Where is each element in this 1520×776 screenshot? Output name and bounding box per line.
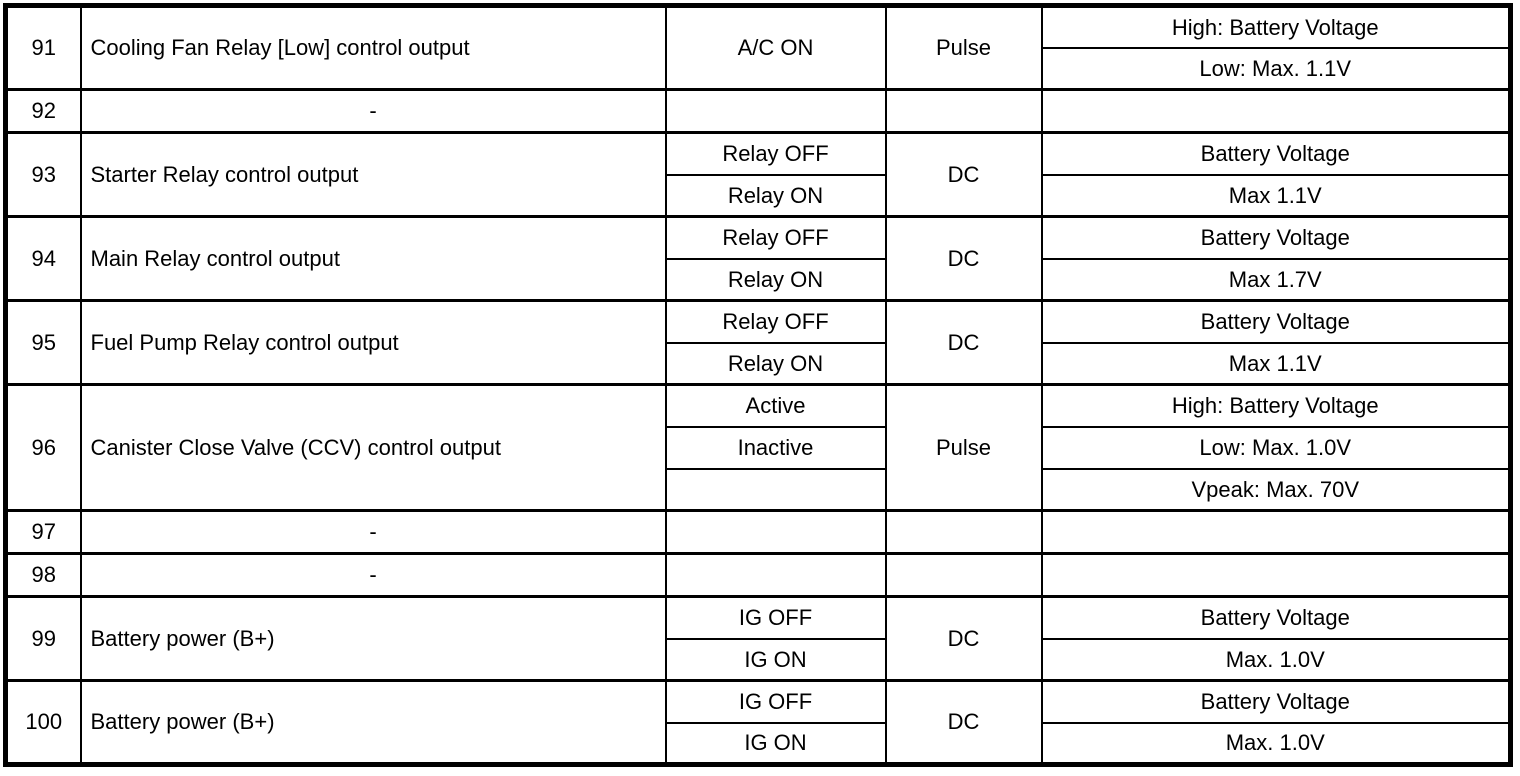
level-cell: High: Battery Voltage [1040,383,1512,428]
type-cell: DC [884,131,1043,218]
condition-cell: A/C ON [664,4,887,91]
description-cell: Cooling Fan Relay [Low] control output [79,4,667,91]
condition-cell: Inactive [664,425,887,470]
description-cell: Fuel Pump Relay control output [79,299,667,386]
type-cell [884,88,1043,134]
condition-cell: Relay ON [664,341,887,386]
condition-cell: Relay ON [664,257,887,302]
condition-cell: Relay OFF [664,131,887,176]
description-cell: - [79,88,667,134]
condition-cell: IG ON [664,637,887,682]
level-cell: Max 1.7V [1040,257,1512,302]
pin-cell: 93 [4,131,82,218]
pin-cell: 96 [4,383,82,512]
condition-cell [664,88,887,134]
description-cell: Starter Relay control output [79,131,667,218]
level-cell: Low: Max. 1.0V [1040,425,1512,470]
condition-cell [664,552,887,598]
description-cell: - [79,552,667,598]
type-cell: DC [884,595,1043,682]
description-cell: Battery power (B+) [79,679,667,766]
description-cell: - [79,509,667,555]
type-cell: DC [884,299,1043,386]
level-cell [1040,509,1512,555]
pin-cell: 97 [4,509,82,555]
type-cell: DC [884,215,1043,302]
type-cell: Pulse [884,383,1043,512]
level-cell: Battery Voltage [1040,299,1512,344]
pin-cell: 92 [4,88,82,134]
level-cell: Battery Voltage [1040,131,1512,176]
condition-cell: IG OFF [664,595,887,640]
level-cell: High: Battery Voltage [1040,4,1512,49]
condition-cell: Relay OFF [664,215,887,260]
condition-cell: IG OFF [664,679,887,724]
pin-table: 91 Cooling Fan Relay [Low] control outpu… [3,3,1513,767]
condition-cell [664,509,887,555]
pin-cell: 94 [4,215,82,302]
level-cell: Battery Voltage [1040,679,1512,724]
type-cell: Pulse [884,4,1043,91]
condition-cell: Relay OFF [664,299,887,344]
level-cell [1040,88,1512,134]
pin-cell: 100 [4,679,82,766]
condition-cell: IG ON [664,721,887,766]
pin-cell: 98 [4,552,82,598]
level-cell: Low: Max. 1.1V [1040,46,1512,91]
level-cell: Battery Voltage [1040,215,1512,260]
level-cell: Max. 1.0V [1040,721,1512,766]
pin-cell: 99 [4,595,82,682]
level-cell: Max 1.1V [1040,173,1512,218]
condition-cell: Active [664,383,887,428]
level-cell: Max. 1.0V [1040,637,1512,682]
level-cell: Max 1.1V [1040,341,1512,386]
description-cell: Battery power (B+) [79,595,667,682]
pin-cell: 91 [4,4,82,91]
description-cell: Canister Close Valve (CCV) control outpu… [79,383,667,512]
level-cell: Vpeak: Max. 70V [1040,467,1512,512]
type-cell [884,552,1043,598]
type-cell: DC [884,679,1043,766]
level-cell [1040,552,1512,598]
description-cell: Main Relay control output [79,215,667,302]
level-cell: Battery Voltage [1040,595,1512,640]
type-cell [884,509,1043,555]
condition-cell: Relay ON [664,173,887,218]
condition-cell [664,467,887,512]
pin-cell: 95 [4,299,82,386]
